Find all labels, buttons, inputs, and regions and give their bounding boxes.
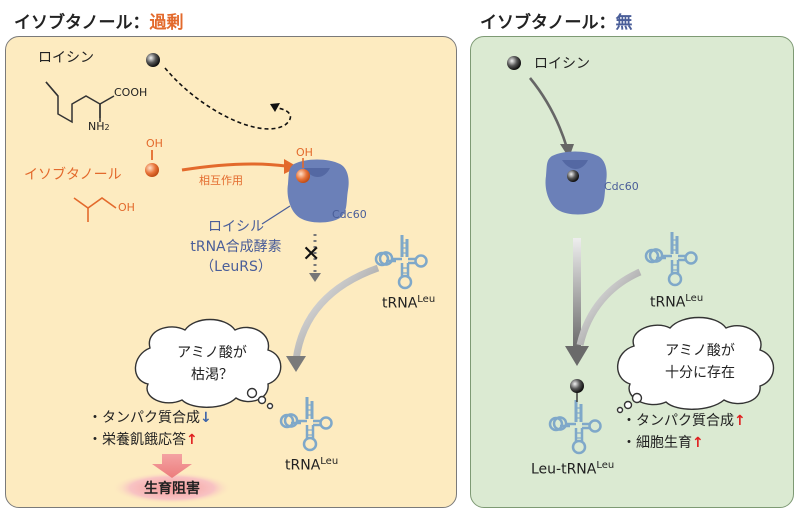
right-bullet-2: ・細胞生育↑	[622, 432, 704, 452]
left-title: イソブタノール：過剰	[14, 8, 184, 33]
growth-inhibition-label: 生育阻害	[144, 481, 200, 497]
right-title-state: 無	[615, 13, 633, 33]
left-trna-bottom-label: tRNALeu	[285, 456, 338, 474]
isobutanol-label: イソブタノール	[24, 167, 122, 183]
dashed-arrow-head	[270, 103, 280, 112]
cooh-label: COOH	[114, 86, 148, 99]
right-leucine-label: ロイシン	[534, 56, 590, 72]
isobutanol-ball	[145, 163, 159, 177]
right-curved-arrow	[576, 268, 642, 346]
left-trna-top-label: tRNALeu	[382, 294, 435, 312]
right-cdc60-label: Cdc60	[604, 180, 639, 193]
left-trna-bottom-sup: Leu	[320, 456, 339, 467]
enzyme-oh-label: OH	[296, 146, 313, 159]
leucine-ball	[146, 53, 160, 67]
left-bullet-1: ・タンパク質合成↓	[88, 407, 212, 427]
nh2-label: NH2	[88, 120, 110, 133]
left-panel	[5, 36, 457, 508]
growth-inhibition-glow	[112, 472, 232, 504]
right-enzyme	[545, 151, 607, 215]
increase-arrow-icon: ↑	[186, 432, 198, 448]
nh2-text: NH	[88, 120, 105, 133]
enzyme-name: ロイシル tRNA合成酵素 （LeuRS）	[186, 216, 286, 276]
left-bullet-2-text: ・栄養飢餓応答	[88, 432, 186, 448]
enzyme-name-line2: tRNA合成酵素	[190, 239, 282, 255]
right-enzyme-leucine	[567, 170, 579, 182]
enzyme-name-line3: （LeuRS）	[200, 259, 272, 275]
left-curved-arrow	[292, 264, 380, 361]
right-bullet-2-text: ・細胞生育	[622, 435, 692, 451]
nh2-subscript: 2	[104, 123, 110, 132]
right-trna-bottom	[548, 398, 602, 455]
right-title-prefix: イソブタノール：	[480, 13, 616, 33]
left-leucine-label: ロイシン	[38, 50, 94, 66]
left-thought-cloud	[134, 318, 282, 410]
right-leucine-arrow	[528, 77, 569, 149]
enzyme-name-line1: ロイシル	[208, 219, 264, 235]
right-trna-bottom-sup: Leu	[596, 460, 615, 471]
decrease-arrow-icon: ↓	[200, 410, 212, 426]
right-trna-top	[644, 230, 698, 287]
right-bullet-1-text: ・タンパク質合成	[622, 413, 734, 429]
left-trna-top-text: tRNA	[382, 295, 418, 312]
left-trna-bottom-text: tRNA	[285, 457, 321, 474]
right-leucine-ball	[507, 56, 521, 70]
right-increase-arrow-icon-1: ↑	[734, 413, 746, 429]
leucine-dashed-arrow	[164, 67, 292, 130]
left-enzyme	[287, 159, 349, 223]
left-bullet-1-text: ・タンパク質合成	[88, 410, 200, 426]
left-thought-text: アミノ酸が 枯渇？	[162, 342, 262, 386]
inhibition-arrow	[152, 454, 192, 478]
right-charged-leucine	[570, 379, 584, 393]
isobutanol-oh-mol: OH	[118, 201, 135, 214]
interaction-arrow	[181, 162, 287, 172]
right-thought-text: アミノ酸が 十分に存在	[648, 340, 752, 384]
left-thought-line1: アミノ酸が	[177, 345, 247, 361]
left-trna-top-sup: Leu	[417, 294, 436, 305]
isobutanol-structure	[73, 197, 117, 209]
right-trna-bottom-text: Leu-tRNA	[531, 461, 597, 478]
right-increase-arrow-icon-2: ↑	[692, 435, 704, 451]
left-thought-line2: 枯渇？	[191, 367, 233, 383]
left-trna-top	[374, 233, 428, 290]
left-title-prefix: イソブタノール：	[14, 13, 150, 33]
block-mark: ✕	[302, 242, 321, 267]
enzyme-isobutanol-ball	[296, 169, 310, 183]
right-bullet-1: ・タンパク質合成↑	[622, 410, 746, 430]
isobutanol-oh-top: OH	[146, 137, 163, 150]
left-bullet-2: ・栄養飢餓応答↑	[88, 429, 198, 449]
right-trna-top-sup: Leu	[685, 293, 704, 304]
right-title: イソブタノール：無	[480, 8, 633, 33]
enzyme-pointer	[261, 205, 291, 225]
right-trna-top-label: tRNALeu	[650, 293, 703, 311]
right-thought-line2: 十分に存在	[665, 365, 735, 381]
right-thought-cloud	[616, 316, 775, 414]
right-thought-line1: アミノ酸が	[665, 343, 735, 359]
right-trna-bottom-label: Leu-tRNALeu	[531, 460, 614, 478]
interaction-label: 相互作用	[199, 174, 243, 187]
right-trna-top-text: tRNA	[650, 294, 686, 311]
leucine-structure	[45, 81, 115, 124]
right-down-arrow	[573, 238, 581, 348]
left-trna-bottom	[279, 395, 333, 452]
left-title-state: 過剰	[149, 13, 184, 33]
left-cdc60-label: Cdc60	[332, 208, 367, 221]
